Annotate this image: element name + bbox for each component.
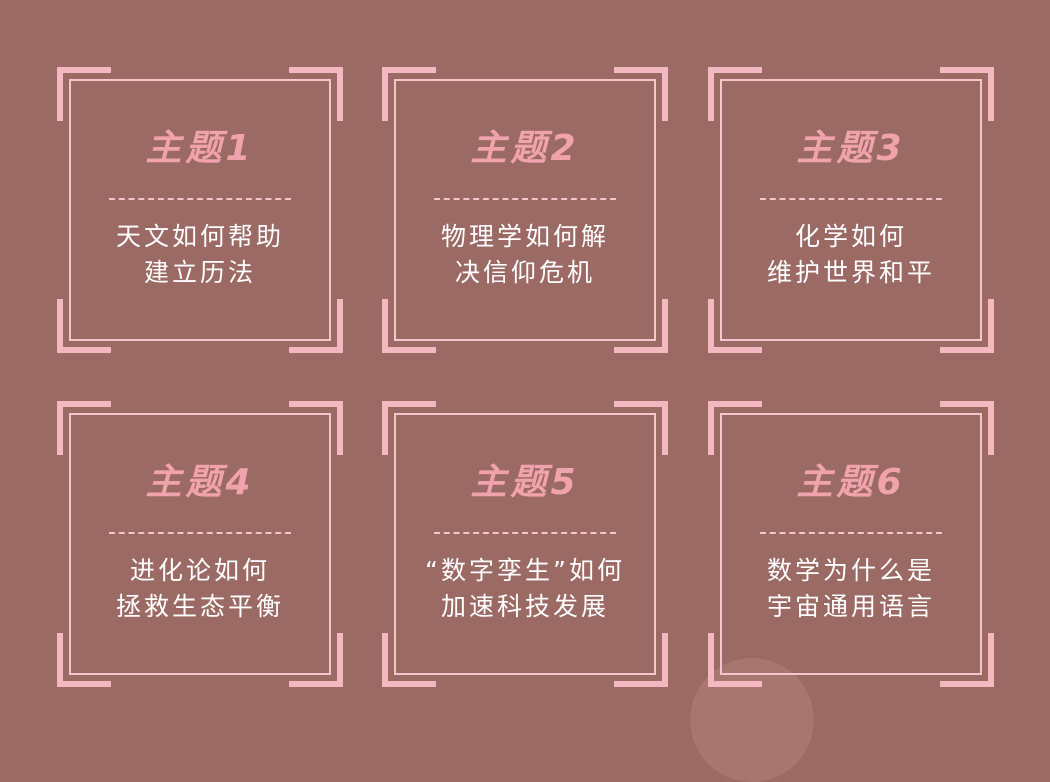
- card-frame: [394, 413, 656, 675]
- corner-bracket: [614, 401, 668, 455]
- card-title: 主题4: [145, 462, 255, 503]
- description-line: 数学为什么是: [766, 556, 935, 585]
- description-line: 拯救生态平衡: [115, 592, 284, 621]
- topic-card-1[interactable]: 主题1 天文如何帮助 建立历法: [57, 67, 343, 353]
- card-frame: [720, 79, 982, 341]
- description-line: 化学如何: [794, 222, 907, 251]
- description-line: 加速科技发展: [440, 592, 609, 621]
- card-description: 进化论如何 拯救生态平衡: [77, 553, 323, 625]
- description-line: 维护世界和平: [766, 258, 935, 287]
- description-line: 天文如何帮助: [115, 222, 284, 251]
- corner-bracket: [614, 633, 668, 687]
- card-frame: [69, 79, 331, 341]
- description-line: 宇宙通用语言: [766, 592, 935, 621]
- dashed-divider: [434, 198, 616, 200]
- corner-bracket: [382, 299, 436, 353]
- card-description: 数学为什么是 宇宙通用语言: [728, 553, 974, 625]
- dashed-divider: [760, 532, 942, 534]
- corner-bracket: [382, 633, 436, 687]
- corner-bracket: [57, 299, 111, 353]
- topic-card-2[interactable]: 主题2 物理学如何解 决信仰危机: [382, 67, 668, 353]
- topic-card-4[interactable]: 主题4 进化论如何 拯救生态平衡: [57, 401, 343, 687]
- card-title: 主题3: [796, 128, 906, 169]
- card-title: 主题2: [470, 128, 580, 169]
- corner-bracket: [289, 401, 343, 455]
- card-description: “数字孪生”如何 加速科技发展: [402, 553, 648, 625]
- corner-bracket: [708, 299, 762, 353]
- corner-bracket: [382, 67, 436, 121]
- card-title: 主题1: [145, 128, 255, 169]
- corner-bracket: [289, 633, 343, 687]
- card-frame: [394, 79, 656, 341]
- corner-bracket: [940, 67, 994, 121]
- card-frame: [720, 413, 982, 675]
- corner-bracket: [57, 633, 111, 687]
- corner-bracket: [382, 401, 436, 455]
- corner-bracket: [614, 67, 668, 121]
- corner-bracket: [940, 401, 994, 455]
- dashed-divider: [109, 532, 291, 534]
- card-title: 主题5: [470, 462, 580, 503]
- corner-bracket: [289, 299, 343, 353]
- card-frame: [69, 413, 331, 675]
- card-description: 天文如何帮助 建立历法: [77, 219, 323, 291]
- corner-bracket: [57, 67, 111, 121]
- corner-bracket: [708, 67, 762, 121]
- corner-bracket: [708, 633, 762, 687]
- corner-bracket: [57, 401, 111, 455]
- topic-card-5[interactable]: 主题5 “数字孪生”如何 加速科技发展: [382, 401, 668, 687]
- corner-bracket: [708, 401, 762, 455]
- dashed-divider: [760, 198, 942, 200]
- description-line: 物理学如何解: [440, 222, 609, 251]
- corner-bracket: [940, 633, 994, 687]
- description-line: 进化论如何: [129, 556, 270, 585]
- description-line: 建立历法: [143, 258, 256, 287]
- card-description: 化学如何 维护世界和平: [728, 219, 974, 291]
- corner-bracket: [289, 67, 343, 121]
- description-line: 决信仰危机: [454, 258, 595, 287]
- card-description: 物理学如何解 决信仰危机: [402, 219, 648, 291]
- topic-card-3[interactable]: 主题3 化学如何 维护世界和平: [708, 67, 994, 353]
- card-title: 主题6: [796, 462, 906, 503]
- dashed-divider: [109, 198, 291, 200]
- description-line: “数字孪生”如何: [425, 556, 625, 585]
- dashed-divider: [434, 532, 616, 534]
- topic-card-6[interactable]: 主题6 数学为什么是 宇宙通用语言: [708, 401, 994, 687]
- corner-bracket: [940, 299, 994, 353]
- corner-bracket: [614, 299, 668, 353]
